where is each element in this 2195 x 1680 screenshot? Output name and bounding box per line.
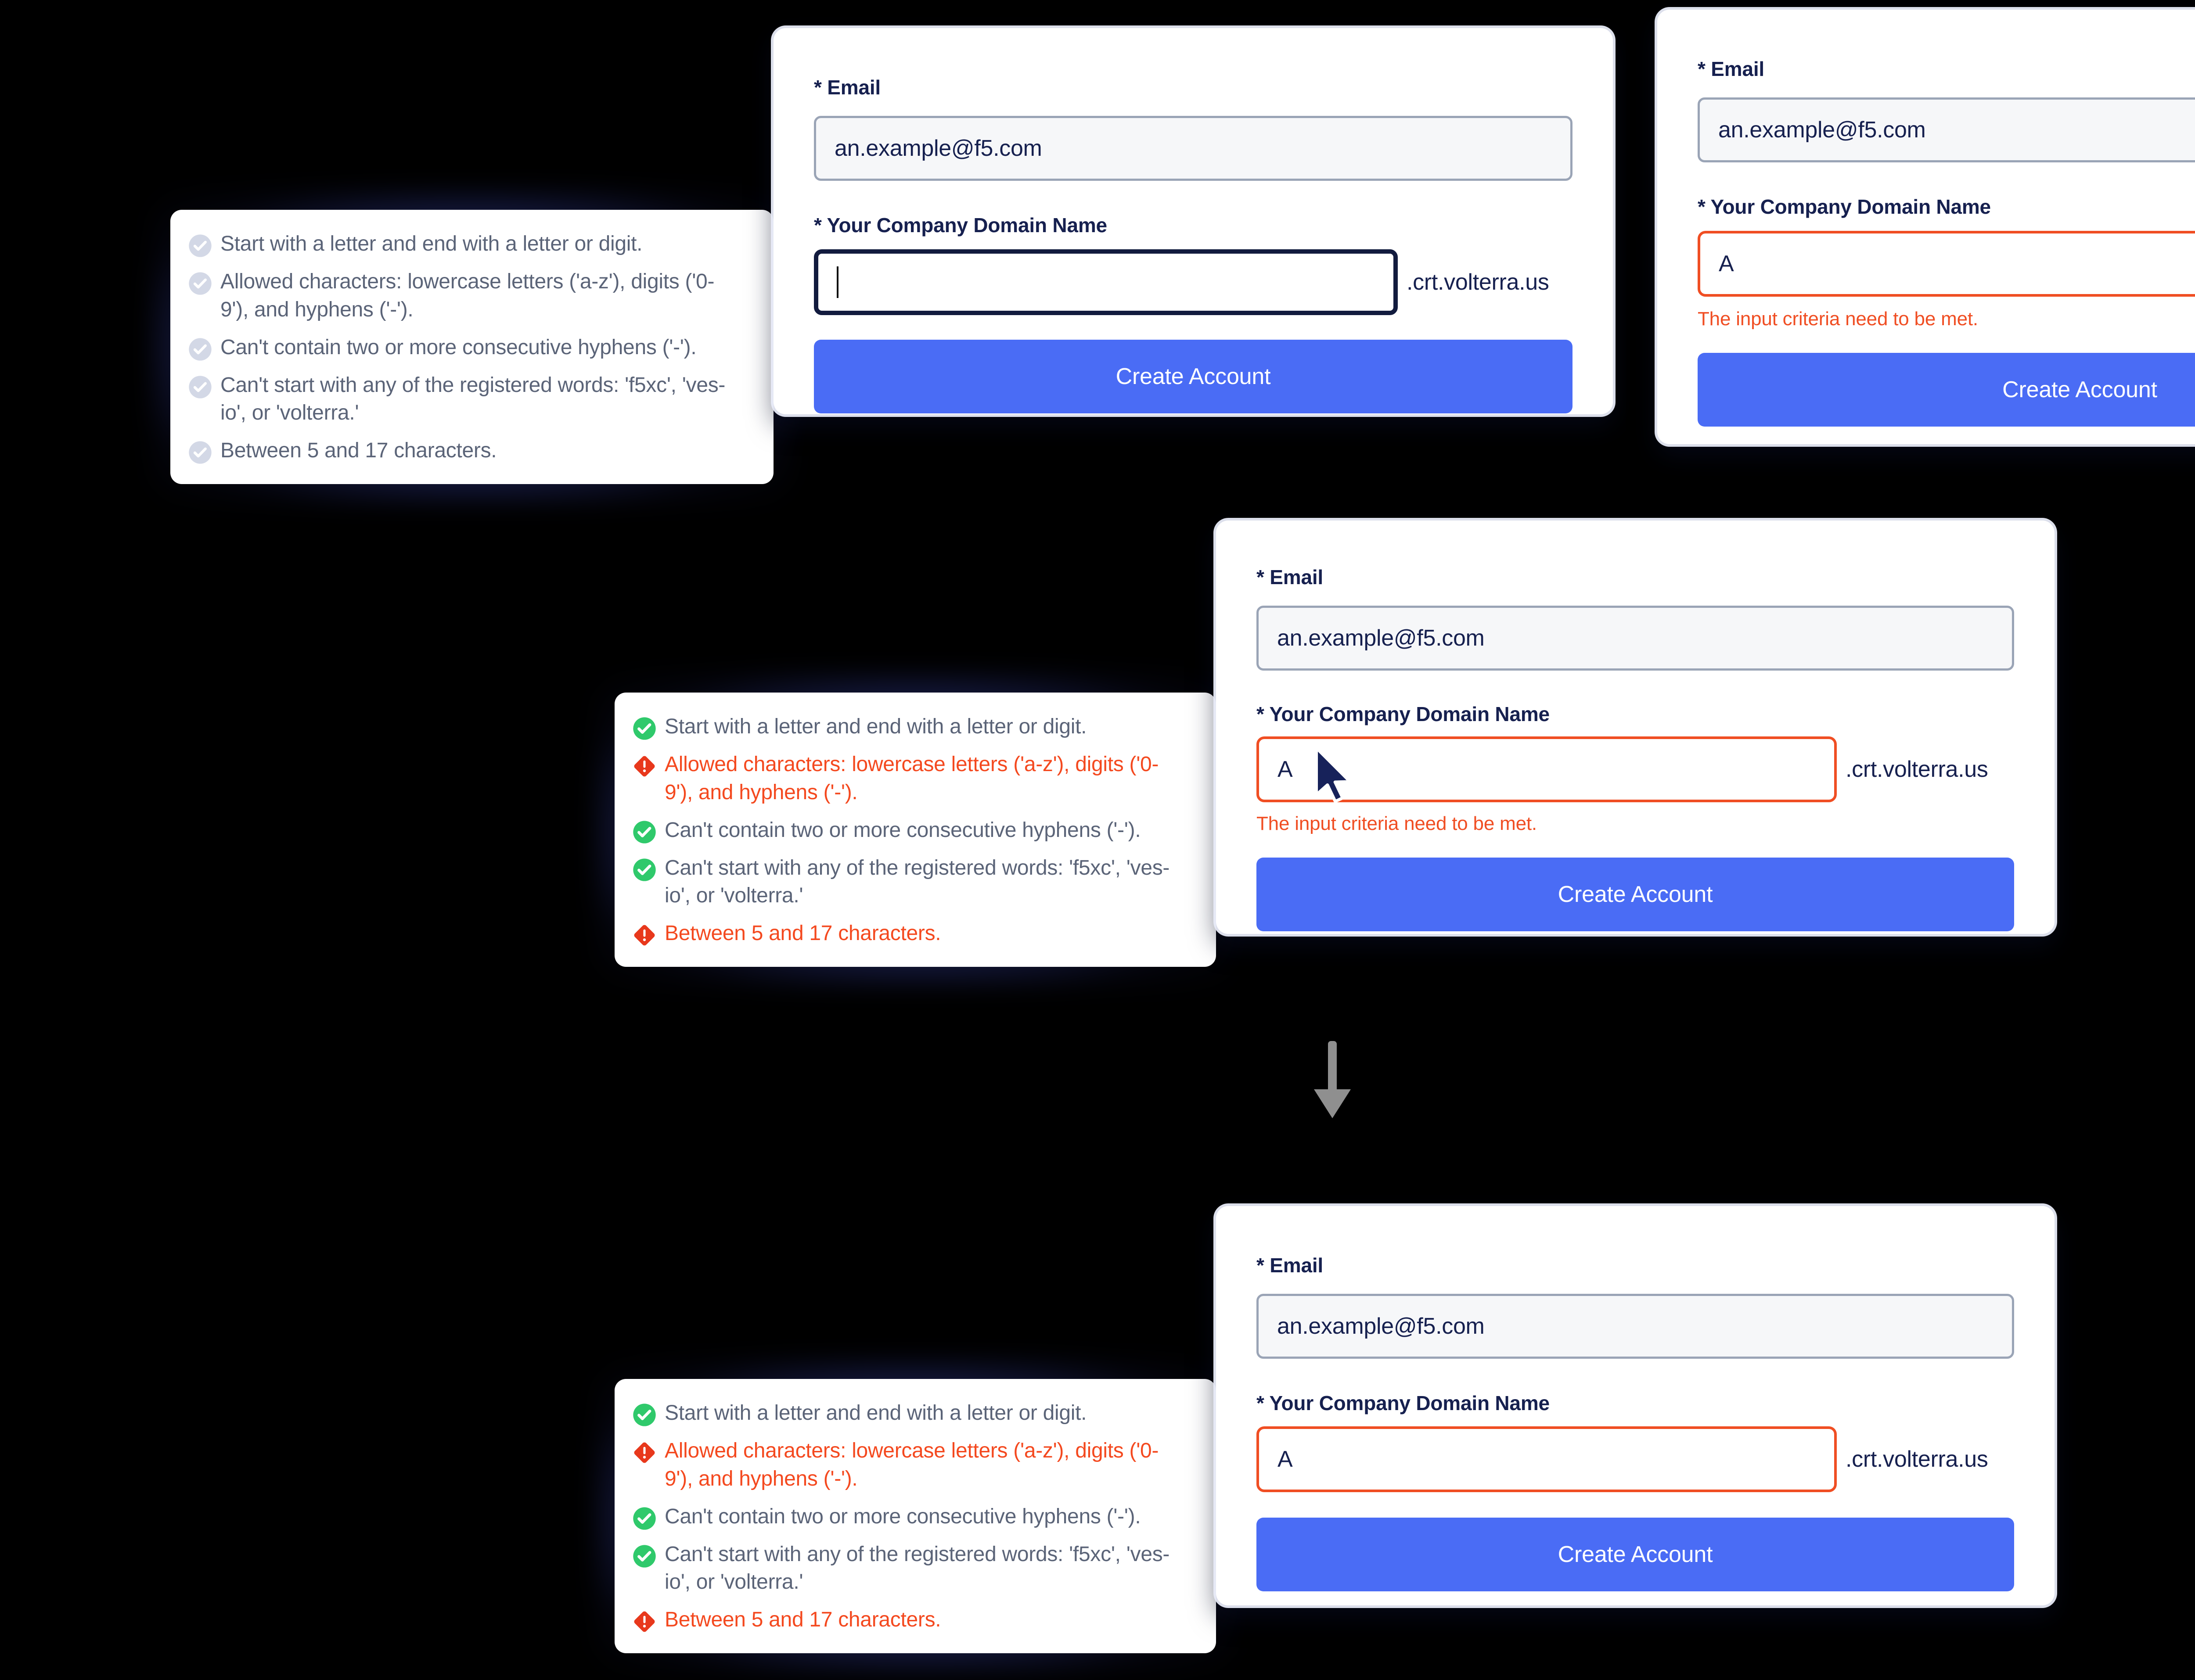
rule-text: Between 5 and 17 characters. [665, 1608, 941, 1632]
domain-rules-tooltip-mixed-bottom: Start with a letter and end with a lette… [596, 1361, 1235, 1672]
rule-item: Start with a letter and end with a lette… [632, 713, 1193, 741]
rule-item: Can't contain two or more consecutive hy… [632, 816, 1193, 844]
check-circle-green-icon [632, 716, 657, 741]
domain-error-message: The input criteria need to be met. [1256, 813, 1537, 834]
rule-text: Start with a letter and end with a lette… [665, 715, 1087, 738]
domain-error-message: The input criteria need to be met. [1698, 308, 1978, 330]
rule-text: Allowed characters: lowercase letters ('… [665, 753, 1159, 804]
domain-suffix: .crt.volterra.us [1846, 757, 1988, 782]
signup-card-error-no-message: * Email an.example@f5.com * Your Company… [1216, 1206, 2055, 1605]
create-account-button[interactable]: Create Account [1256, 858, 2014, 931]
domain-input[interactable]: A [1256, 736, 1837, 802]
email-input[interactable]: an.example@f5.com [1698, 97, 2195, 162]
rule-text: Start with a letter and end with a lette… [665, 1401, 1087, 1425]
check-circle-green-icon [632, 1506, 657, 1531]
rule-text: Allowed characters: lowercase letters ('… [220, 270, 715, 321]
rule-text: Can't contain two or more consecutive hy… [220, 335, 697, 359]
domain-input[interactable]: A [1256, 1426, 1837, 1492]
rule-item: Between 5 and 17 characters. [188, 437, 751, 465]
check-circle-idle-icon [188, 233, 212, 258]
check-circle-idle-icon [188, 271, 212, 296]
rule-item: Can't start with any of the registered w… [188, 371, 751, 427]
rule-item: Between 5 and 17 characters. [632, 1606, 1193, 1634]
email-label: * Email [1698, 57, 1765, 80]
check-circle-idle-icon [188, 440, 212, 465]
rule-item: Can't contain two or more consecutive hy… [188, 334, 751, 362]
check-circle-green-icon [632, 858, 657, 882]
email-input[interactable]: an.example@f5.com [1256, 1294, 2014, 1359]
tooltip-body: Start with a letter and end with a lette… [615, 1379, 1235, 1654]
tooltip-body: Start with a letter and end with a lette… [170, 210, 793, 485]
signup-card-error-with-cursor: * Email an.example@f5.com * Your Company… [1216, 521, 2055, 934]
domain-row: A .crt.volterra.us [1256, 1426, 2014, 1492]
check-circle-green-icon [632, 820, 657, 844]
domain-row: A .crt.volterra.us [1256, 736, 2014, 802]
domain-input[interactable] [814, 249, 1398, 315]
domain-label: * Your Company Domain Name [814, 214, 1107, 237]
rule-item: Allowed characters: lowercase letters ('… [188, 268, 751, 324]
domain-suffix: .crt.volterra.us [1407, 269, 1549, 295]
rule-item: Can't start with any of the registered w… [632, 1540, 1193, 1597]
rule-item: Start with a letter and end with a lette… [632, 1399, 1193, 1427]
rule-item: Between 5 and 17 characters. [632, 919, 1193, 948]
rule-text: Allowed characters: lowercase letters ('… [665, 1439, 1159, 1490]
domain-label: * Your Company Domain Name [1256, 703, 1550, 725]
mouse-pointer-icon [1306, 743, 1359, 808]
domain-input[interactable]: A [1698, 231, 2195, 297]
domain-label: * Your Company Domain Name [1698, 195, 1991, 218]
exclamation-diamond-red-icon [632, 754, 657, 779]
domain-suffix: .crt.volterra.us [1846, 1447, 1988, 1472]
email-label: * Email [1256, 566, 1324, 589]
email-input[interactable]: an.example@f5.com [814, 116, 1572, 181]
tooltip-body: Start with a letter and end with a lette… [615, 693, 1235, 967]
rule-text: Can't start with any of the registered w… [665, 1542, 1170, 1594]
exclamation-diamond-red-icon [632, 1609, 657, 1634]
rule-text: Between 5 and 17 characters. [220, 439, 497, 463]
check-circle-idle-icon [188, 337, 212, 362]
rule-text: Can't contain two or more consecutive hy… [665, 1504, 1141, 1528]
create-account-button[interactable]: Create Account [814, 340, 1572, 413]
domain-row: .crt.volterra.us [814, 249, 1572, 315]
domain-rules-tooltip-mixed-middle: Start with a letter and end with a lette… [596, 674, 1235, 986]
domain-label: * Your Company Domain Name [1256, 1392, 1550, 1414]
rule-item: Can't contain two or more consecutive hy… [632, 1503, 1193, 1531]
check-circle-green-icon [632, 1403, 657, 1427]
create-account-button[interactable]: Create Account [1698, 353, 2195, 427]
signup-card-focused-empty: * Email an.example@f5.com * Your Company… [774, 28, 1613, 414]
rule-item: Start with a letter and end with a lette… [188, 230, 751, 258]
check-circle-idle-icon [188, 375, 212, 399]
exclamation-diamond-red-icon [632, 923, 657, 948]
rule-text: Can't start with any of the registered w… [220, 373, 726, 425]
exclamation-diamond-red-icon [632, 1440, 657, 1465]
rule-text: Between 5 and 17 characters. [665, 922, 941, 945]
domain-row: A .crt.volterra.us [1698, 231, 2195, 297]
rule-item: Allowed characters: lowercase letters ('… [632, 750, 1193, 807]
email-label: * Email [814, 76, 881, 99]
check-circle-green-icon [632, 1544, 657, 1569]
email-label: * Email [1256, 1254, 1324, 1277]
text-caret [837, 266, 838, 298]
signup-card-error: * Email an.example@f5.com * Your Company… [1657, 10, 2195, 444]
rule-item: Can't start with any of the registered w… [632, 854, 1193, 910]
email-input[interactable]: an.example@f5.com [1256, 606, 2014, 671]
rule-text: Start with a letter and end with a lette… [220, 232, 643, 255]
rule-text: Can't contain two or more consecutive hy… [665, 818, 1141, 842]
arrow-down-icon [1302, 1041, 1363, 1122]
rule-text: Can't start with any of the registered w… [665, 856, 1170, 908]
create-account-button[interactable]: Create Account [1256, 1518, 2014, 1591]
domain-rules-tooltip-idle: Start with a letter and end with a lette… [152, 191, 793, 503]
rule-item: Allowed characters: lowercase letters ('… [632, 1437, 1193, 1493]
